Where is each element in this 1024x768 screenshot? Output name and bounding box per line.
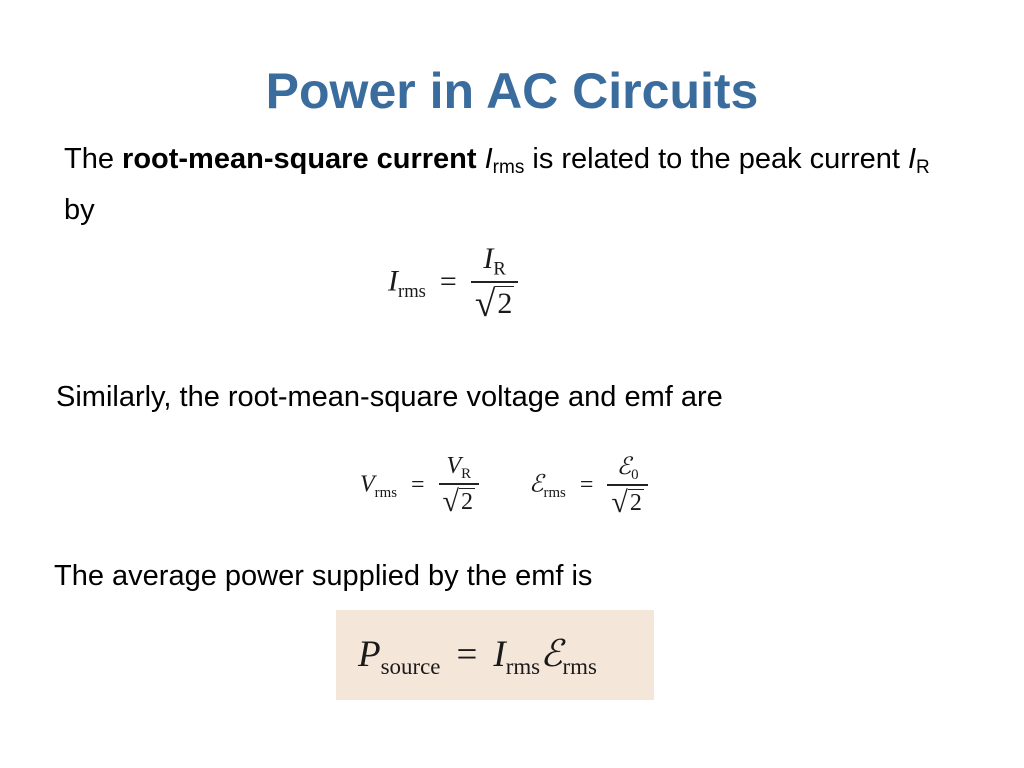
equals-sign: =	[410, 471, 425, 498]
num-subscript: R	[493, 258, 506, 280]
lhs-subscript: source	[380, 654, 441, 680]
text	[477, 143, 485, 175]
numerator: IR	[471, 242, 519, 281]
equals-sign: =	[456, 634, 478, 675]
denominator: √2	[471, 283, 519, 326]
fraction-bar	[607, 484, 648, 487]
radical-sign: √	[474, 283, 496, 325]
formula-vrms-emfrms: Vrms= VR √2 ℰrms= ℰ0 √2	[360, 452, 648, 520]
slide-title: Power in AC Circuits	[265, 63, 759, 119]
current-subscript: rms	[505, 654, 541, 680]
bold-term: root-mean-square current	[122, 143, 477, 175]
lhs-symbol: P	[358, 634, 381, 675]
radicand: 2	[495, 286, 515, 321]
num-subscript: 0	[631, 467, 639, 484]
text: is related to the peak current	[524, 143, 908, 175]
equals-sign: =	[439, 264, 457, 298]
denominator: √2	[607, 486, 647, 520]
denominator: √2	[439, 485, 479, 519]
lhs-symbol: ℰ	[529, 471, 544, 498]
lhs-subscript: rms	[398, 281, 426, 303]
paragraph-rms-voltage: Similarly, the root-mean-square voltage …	[56, 381, 723, 413]
num-symbol: V	[446, 453, 462, 479]
text: by	[64, 194, 95, 226]
radical-sign: √	[611, 486, 628, 520]
lhs-subscript: rms	[543, 484, 566, 501]
formula-irms: Irms= IR √2	[388, 242, 519, 326]
numerator: ℰ0	[607, 452, 647, 484]
subscript-r: R	[916, 157, 930, 178]
radical-sign: √	[442, 485, 459, 519]
paragraph-rms-current: The root-mean-square current Irms is rel…	[64, 138, 964, 231]
fraction-bar	[470, 280, 519, 283]
lhs-symbol: V	[360, 471, 375, 498]
symbol-i: I	[907, 143, 917, 175]
num-symbol: I	[483, 242, 494, 275]
formula-psource: Psource = Irmsℰrms	[358, 632, 597, 680]
radicand: 2	[459, 488, 475, 516]
paragraph-average-power: The average power supplied by the emf is	[54, 560, 593, 592]
fraction-bar	[438, 483, 479, 486]
formula-highlight-box	[336, 610, 654, 700]
subscript-rms: rms	[492, 157, 525, 178]
numerator: VR	[439, 453, 479, 483]
num-symbol: ℰ	[616, 454, 632, 480]
current-symbol: I	[493, 634, 506, 675]
fraction: VR √2	[438, 453, 479, 519]
fraction: IR √2	[470, 242, 519, 326]
emf-subscript: rms	[562, 654, 597, 680]
emf-symbol: ℰ	[540, 634, 563, 675]
equals-sign: =	[579, 471, 594, 498]
radicand: 2	[627, 489, 644, 517]
lhs-subscript: rms	[374, 484, 397, 501]
symbol-i: I	[484, 143, 493, 175]
text: The	[64, 143, 123, 175]
num-subscript: R	[461, 466, 472, 483]
lhs-symbol: I	[388, 264, 398, 298]
fraction: ℰ0 √2	[607, 452, 648, 520]
